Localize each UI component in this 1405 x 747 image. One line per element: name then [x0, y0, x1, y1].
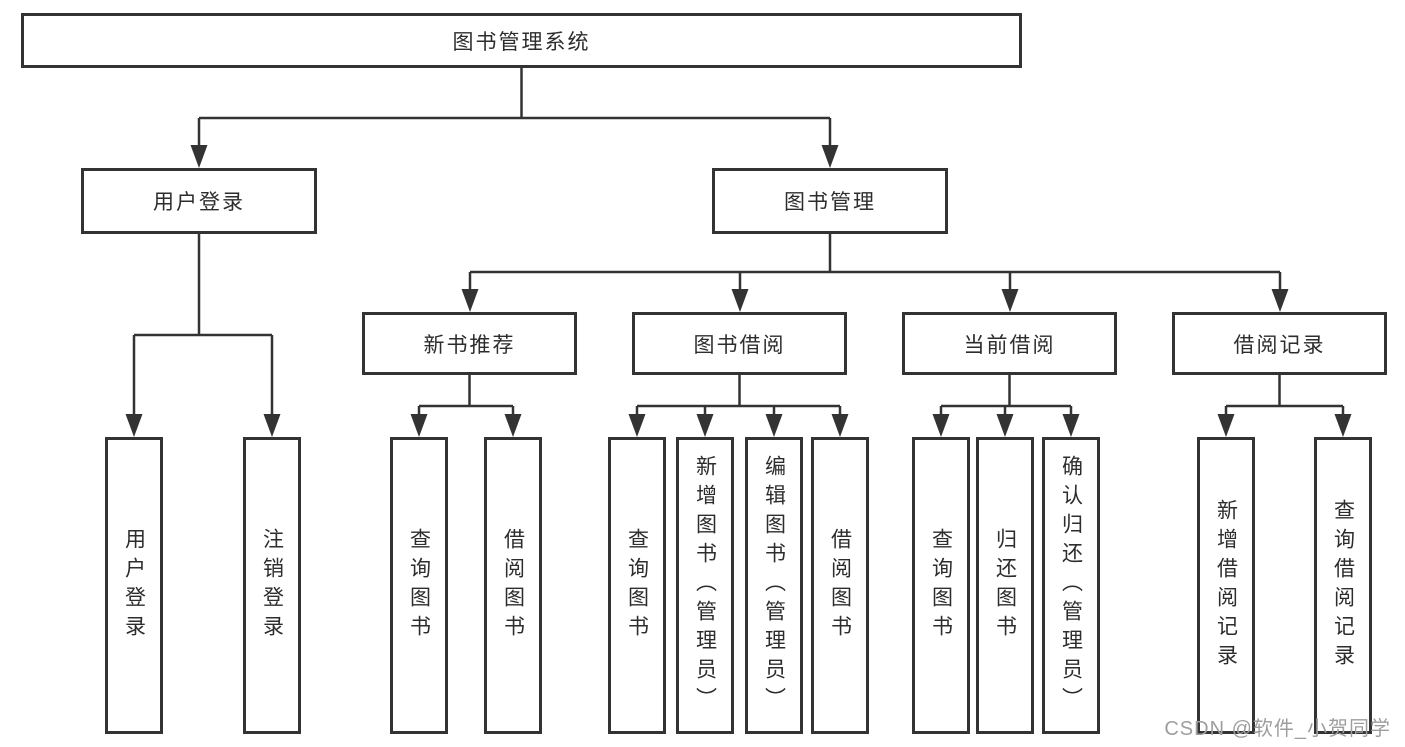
node-current-borrowing-label: 当前借阅 — [963, 333, 1056, 357]
leaf-query-books-borrow-label: 查询图书 — [625, 527, 649, 644]
watermark: CSDN @软件_小贺同学 — [1164, 718, 1391, 740]
node-library-system-label: 图书管理系统 — [452, 30, 591, 54]
leaf-user-login-label: 用户登录 — [122, 527, 146, 644]
leaf-query-borrow-record-label: 查询借阅记录 — [1331, 498, 1355, 673]
leaf-edit-book-admin-label: 编辑图书（管理员） — [762, 455, 786, 716]
node-book-management: 图书管理 — [712, 168, 948, 234]
node-book-borrowing: 图书借阅 — [632, 312, 847, 375]
node-current-borrowing: 当前借阅 — [902, 312, 1117, 375]
leaf-borrow-books-label: 借阅图书 — [828, 527, 852, 644]
node-user-login: 用户登录 — [81, 168, 317, 234]
leaf-confirm-return-admin-label: 确认归还（管理员） — [1059, 455, 1083, 716]
leaf-return-book: 归还图书 — [976, 437, 1034, 734]
node-library-system: 图书管理系统 — [21, 13, 1022, 68]
node-new-book-recommendation: 新书推荐 — [362, 312, 577, 375]
leaf-query-books-recommend: 查询图书 — [390, 437, 448, 734]
leaf-borrow-books-recommend: 借阅图书 — [484, 437, 542, 734]
node-borrowing-records: 借阅记录 — [1172, 312, 1387, 375]
leaf-add-borrow-record-label: 新增借阅记录 — [1214, 498, 1238, 673]
leaf-query-books-current-label: 查询图书 — [929, 527, 953, 644]
leaf-add-book-admin: 新增图书（管理员） — [676, 437, 734, 734]
leaf-query-books-recommend-label: 查询图书 — [407, 527, 431, 644]
leaf-logout: 注销登录 — [243, 437, 301, 734]
leaf-logout-label: 注销登录 — [260, 527, 284, 644]
leaf-borrow-books: 借阅图书 — [811, 437, 869, 734]
node-book-management-label: 图书管理 — [784, 191, 876, 214]
node-new-book-recommendation-label: 新书推荐 — [423, 333, 516, 357]
leaf-add-book-admin-label: 新增图书（管理员） — [693, 455, 717, 716]
node-user-login-label: 用户登录 — [153, 191, 245, 214]
leaf-confirm-return-admin: 确认归还（管理员） — [1042, 437, 1100, 734]
node-borrowing-records-label: 借阅记录 — [1233, 333, 1326, 357]
leaf-user-login: 用户登录 — [105, 437, 163, 734]
arrowheads — [125, 145, 1352, 437]
node-book-borrowing-label: 图书借阅 — [693, 333, 786, 357]
leaf-borrow-books-recommend-label: 借阅图书 — [501, 527, 525, 644]
leaf-return-book-label: 归还图书 — [993, 527, 1017, 644]
leaf-query-books-current: 查询图书 — [912, 437, 970, 734]
leaf-query-books-borrow: 查询图书 — [608, 437, 666, 734]
leaf-edit-book-admin: 编辑图书（管理员） — [745, 437, 803, 734]
leaf-add-borrow-record: 新增借阅记录 — [1197, 437, 1255, 734]
leaf-query-borrow-record: 查询借阅记录 — [1314, 437, 1372, 734]
